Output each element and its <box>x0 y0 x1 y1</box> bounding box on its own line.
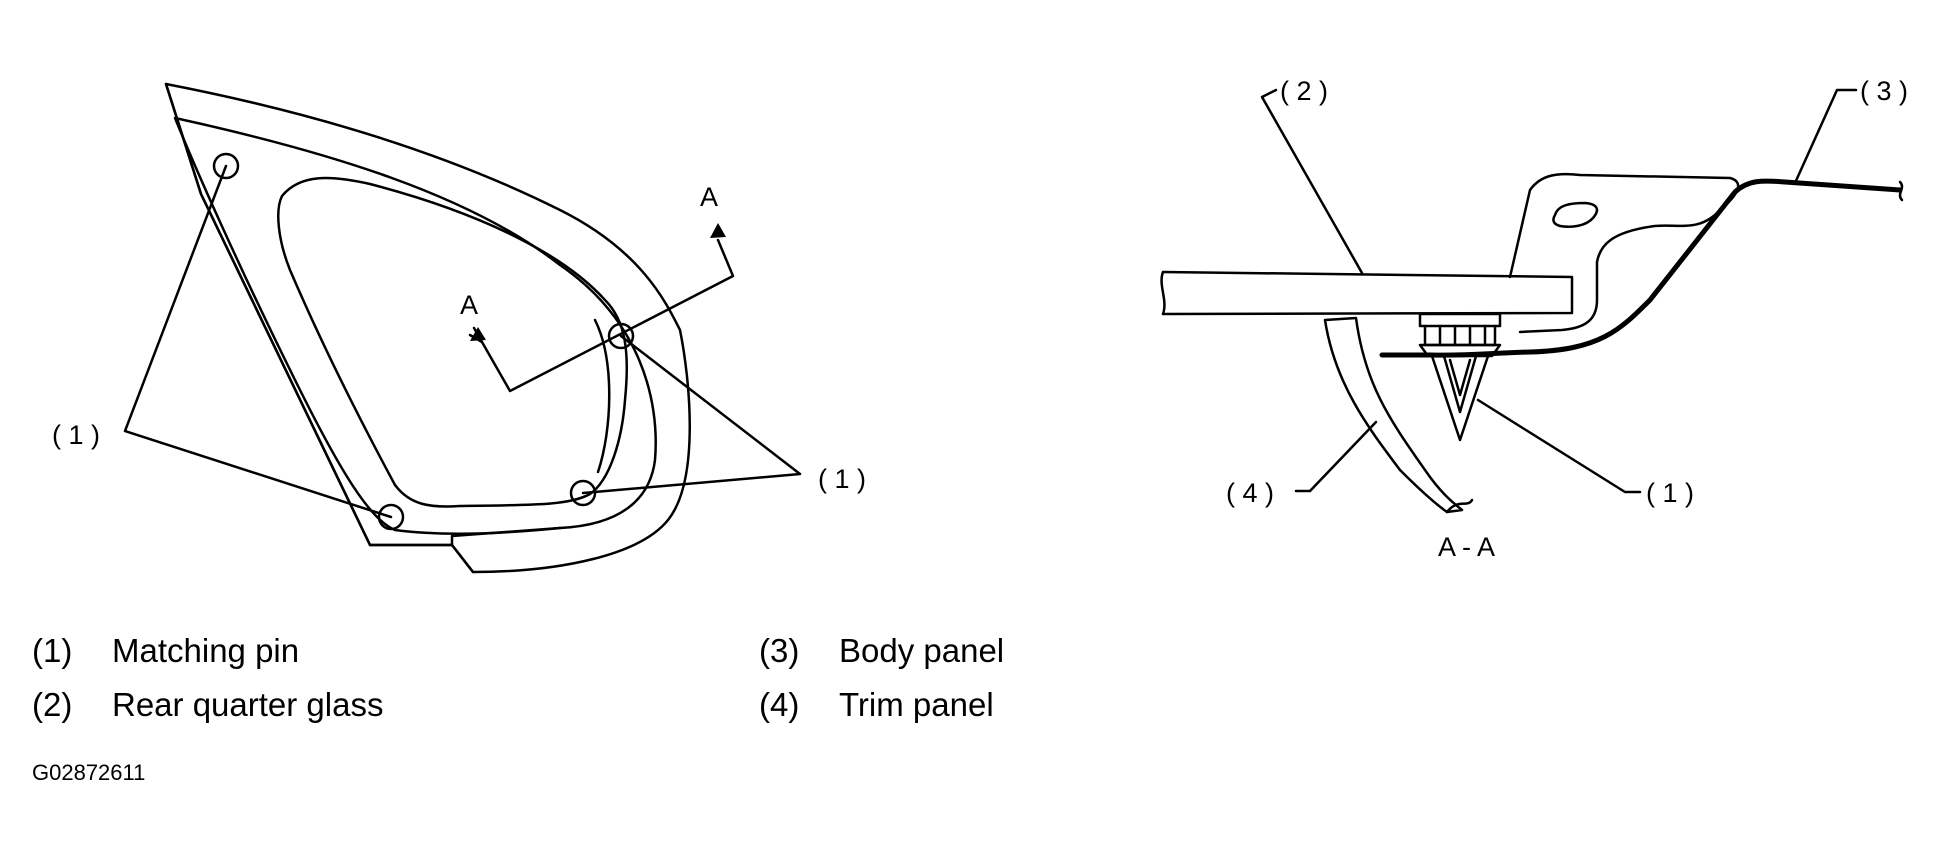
legend-num: (3) <box>759 632 800 669</box>
legend-label: Trim panel <box>839 686 994 723</box>
body-panel-bracket <box>1508 172 1740 334</box>
section-a-a-view: ( 2 ) ( 3 ) ( 4 ) ( 1 ) A - A <box>1160 76 1908 562</box>
leader-trim-panel <box>1294 420 1378 493</box>
glass-inner-panel <box>277 176 629 508</box>
glass-rim-left <box>164 82 372 547</box>
leader-line-left <box>123 164 393 519</box>
clip-barb <box>1430 354 1490 442</box>
section-label-a-a: A - A <box>1438 532 1495 562</box>
leader-body-panel <box>1793 88 1858 185</box>
trim-panel <box>1323 316 1464 514</box>
callout-trim-panel: ( 4 ) <box>1226 478 1274 508</box>
matching-pin-upper-right <box>607 322 635 350</box>
callout-matching-pin-left: ( 1 ) <box>52 420 100 450</box>
legend-label: Body panel <box>839 632 1005 669</box>
glass-break-left <box>1160 270 1166 316</box>
legend-item-1: (1) Matching pin <box>32 632 299 670</box>
section-cut-line <box>480 238 735 393</box>
callout-clip: ( 1 ) <box>1646 478 1694 508</box>
legend-label: Rear quarter glass <box>112 686 384 723</box>
legend-num: (4) <box>759 686 800 723</box>
glass-inner-panel-edge <box>593 318 611 474</box>
bracket-slot <box>1552 201 1599 228</box>
legend-item-4: (4) Trim panel <box>759 686 994 724</box>
callout-matching-pin-right: ( 1 ) <box>818 464 866 494</box>
callout-glass: ( 2 ) <box>1280 76 1328 106</box>
body-panel-line <box>1379 178 1903 358</box>
legend-item-2: (2) Rear quarter glass <box>32 686 383 724</box>
leader-glass <box>1260 88 1364 275</box>
trim-panel-break <box>1445 498 1474 514</box>
clip-head <box>1418 312 1502 328</box>
section-arrowhead-upper <box>710 223 726 238</box>
matching-pin-upper-left <box>212 152 240 180</box>
body-panel-break-right <box>1898 180 1904 202</box>
glass-inner-molding <box>173 116 657 535</box>
section-marker-upper: A <box>700 182 718 212</box>
leader-clip <box>1476 398 1642 494</box>
legend-num: (1) <box>32 632 73 669</box>
legend-item-3: (3) Body panel <box>759 632 1004 670</box>
legend-label: Matching pin <box>112 632 300 669</box>
rear-quarter-glass-slab <box>1161 270 1574 316</box>
glass-outer-edge <box>164 82 691 574</box>
rear-quarter-glass-view: A A ( 1 ) ( 1 ) <box>52 82 866 574</box>
section-arrowhead-lower <box>470 327 486 341</box>
legend-num: (2) <box>32 686 73 723</box>
figure-code: G02872611 <box>32 760 146 785</box>
clip-body <box>1418 343 1502 358</box>
leader-line-right <box>581 334 802 495</box>
clip-stem <box>1423 324 1497 347</box>
callout-body-panel: ( 3 ) <box>1860 76 1908 106</box>
matching-pin-lower-left <box>377 503 405 531</box>
section-marker-lower: A <box>460 290 478 320</box>
